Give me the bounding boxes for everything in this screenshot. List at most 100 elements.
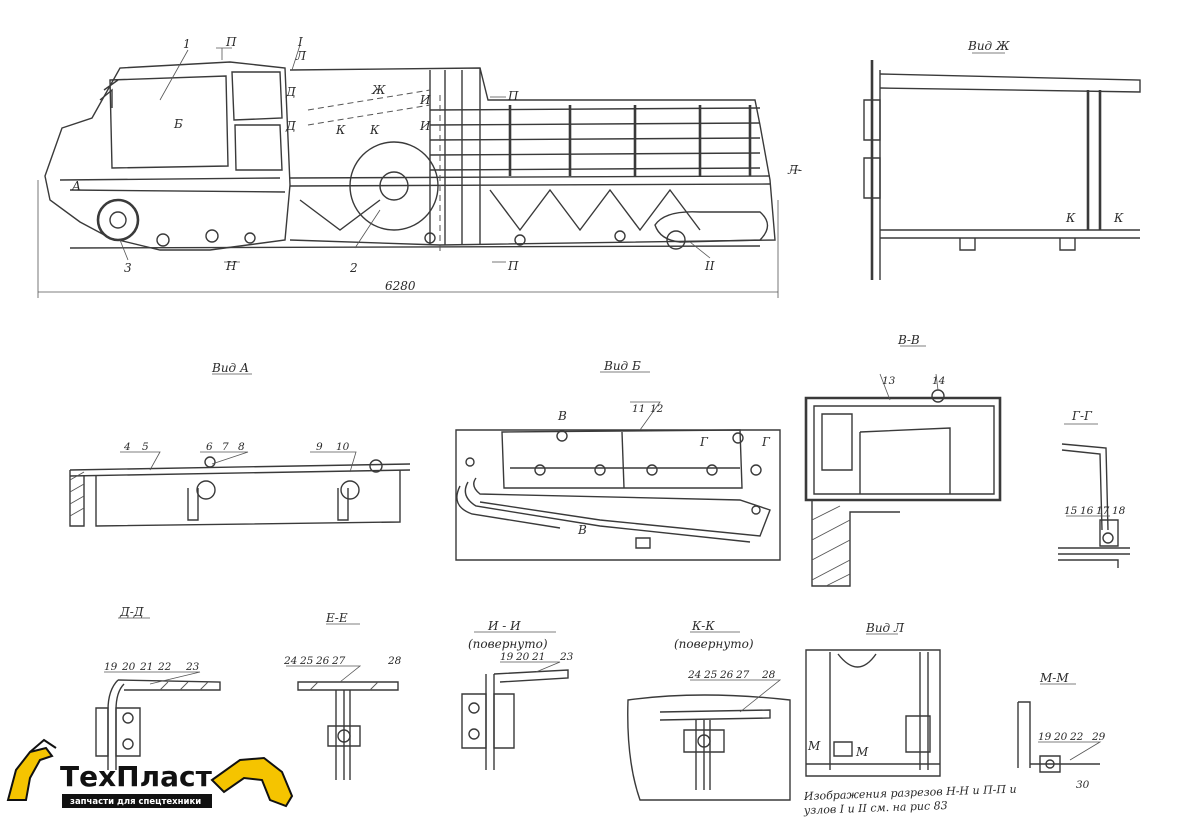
view-l-mark-m2: М (855, 745, 869, 759)
section-vv-title: В-В (897, 333, 920, 347)
view-a: Вид А 4 5 6 7 8 9 10 (69, 361, 411, 527)
section-vv-n13: 13 (882, 375, 896, 387)
section-kk-n26: 26 (719, 669, 734, 681)
view-b-mark-g1: Г (699, 435, 709, 449)
techplast-logo: запчасти для спецтехники ТехПласт (6, 738, 294, 808)
mark-a: А (71, 179, 81, 193)
view-a-n6: 6 (206, 441, 213, 453)
note-line-2: узлов I и II см. на рис 83 (803, 799, 948, 817)
section-gg-title: Г-Г (1071, 409, 1093, 423)
callout-2: 2 (349, 261, 358, 275)
logo-tagline: запчасти для спецтехники (70, 797, 201, 807)
section-ii: И - И (повернуто) 19 20 21 23 (461, 619, 574, 770)
callout-3: 3 (124, 261, 132, 275)
mark-k2: К (369, 123, 380, 137)
dimension-label: 6280 (385, 279, 416, 293)
section-dd-n20: 20 (121, 661, 136, 673)
mark-i2: И (419, 119, 431, 133)
callout-I: I (297, 35, 303, 49)
section-gg-n15: 15 (1064, 505, 1078, 517)
mark-zh: Ж (371, 83, 386, 97)
view-zh-title: Вид Ж (967, 39, 1010, 53)
section-ii-n19: 19 (500, 651, 514, 663)
section-dd-n22: 22 (157, 661, 172, 673)
mark-p-bottom: П (507, 259, 519, 273)
section-dd-n19: 19 (104, 661, 118, 673)
logo-excavator-right-icon (210, 756, 294, 808)
section-kk-n28: 28 (761, 669, 776, 681)
section-vv: В-В 13 14 (804, 333, 1002, 587)
mark-b: Б (173, 117, 183, 131)
view-a-n4: 4 (123, 441, 131, 453)
view-b-mark-g2: Г (761, 435, 771, 449)
section-kk-n27: 27 (735, 669, 750, 681)
view-a-n8: 8 (238, 441, 245, 453)
section-ee-n28: 28 (387, 655, 402, 667)
section-ee-title: Е-Е (325, 611, 348, 625)
view-b-n12: 12 (650, 403, 664, 415)
view-a-n10: 10 (336, 441, 350, 453)
mark-d2: Д (285, 119, 296, 133)
section-ee-n24: 24 (283, 655, 297, 667)
mark-d1: Д (285, 85, 296, 99)
mark-i1: И (419, 93, 431, 107)
mark-l: Л (295, 49, 307, 63)
main-view-labels: 6280 1 2 3 I II П Л Ж Д Д И И К К Б А П … (71, 35, 802, 293)
section-kk-subtitle: (повернуто) (674, 637, 754, 651)
section-dd-n21: 21 (139, 661, 153, 673)
view-l-title: Вид Л (865, 621, 905, 635)
section-gg-n18: 18 (1112, 505, 1126, 517)
mark-k1: К (335, 123, 346, 137)
mark-n: Н (225, 259, 237, 273)
view-b-mark-v1: В (557, 409, 567, 423)
section-ee-n27: 27 (331, 655, 346, 667)
section-mm-n19: 19 (1038, 731, 1052, 743)
section-dd: Д-Д 19 20 21 22 23 (95, 605, 221, 770)
mark-l-right: Л- (787, 163, 802, 177)
view-b: Вид Б 11 12 В Г Г В (455, 359, 781, 561)
view-b-n11: 11 (632, 403, 645, 415)
view-a-n7: 7 (222, 441, 229, 453)
section-ee-n25: 25 (299, 655, 314, 667)
section-mm-n29: 29 (1091, 731, 1106, 743)
view-a-n5: 5 (142, 441, 149, 453)
mark-p-top: П (225, 35, 237, 49)
section-kk-n24: 24 (687, 669, 701, 681)
reference-note: Изображения разрезов Н-Н и П-П и узлов I… (803, 783, 1017, 817)
section-gg-n17: 17 (1096, 505, 1110, 517)
section-dd-title: Д-Д (119, 605, 144, 619)
section-ii-title: И - И (487, 619, 521, 633)
section-ii-subtitle: (повернуто) (468, 637, 548, 651)
logo-name: ТехПласт (60, 760, 213, 793)
view-zh-mark-k2: К (1113, 211, 1124, 225)
section-ee: Е-Е 24 25 26 27 28 (283, 611, 402, 780)
section-mm: М-М 19 20 22 29 30 (1017, 671, 1106, 791)
section-mm-n30: 30 (1076, 779, 1090, 791)
section-gg: Г-Г 15 16 17 18 (1058, 409, 1130, 568)
view-l-mark-m1: М (807, 739, 821, 753)
section-mm-n20: 20 (1053, 731, 1068, 743)
view-zh: Вид Ж К К (863, 39, 1141, 280)
section-ii-n20: 20 (515, 651, 530, 663)
section-kk-n25: 25 (703, 669, 718, 681)
main-side-view (37, 44, 800, 298)
section-ii-n23: 23 (559, 651, 574, 663)
view-b-mark-v2: В (577, 523, 587, 537)
mark-p-right: П (507, 89, 519, 103)
view-b-title: Вид Б (603, 359, 641, 373)
section-dd-n23: 23 (185, 661, 200, 673)
section-ee-n26: 26 (315, 655, 330, 667)
logo-excavator-left-icon (6, 746, 54, 801)
callout-II: II (704, 259, 715, 273)
view-a-n9: 9 (316, 441, 323, 453)
section-mm-title: М-М (1039, 671, 1069, 685)
view-l: Вид Л М М (805, 621, 941, 777)
callout-1: 1 (183, 37, 191, 51)
section-kk-title: К-К (691, 619, 715, 633)
section-vv-n14: 14 (932, 375, 945, 387)
view-zh-mark-k1: К (1065, 211, 1076, 225)
section-gg-n16: 16 (1080, 505, 1094, 517)
view-a-title: Вид А (211, 361, 249, 375)
section-ii-n21: 21 (531, 651, 545, 663)
